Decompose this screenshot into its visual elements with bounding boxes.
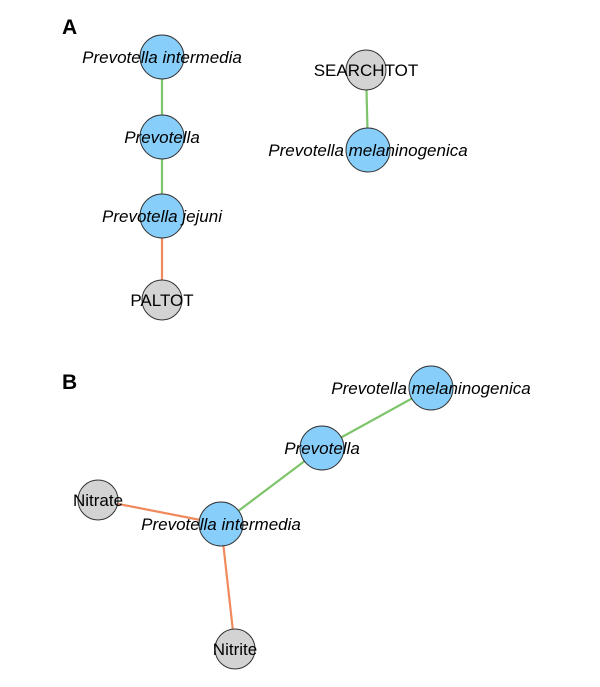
panel-a-label: A (62, 16, 77, 39)
panel-a-nodes: Prevotella intermediaPrevotellaPrevotell… (82, 34, 468, 321)
node-label-a_p: Prevotella (124, 128, 200, 147)
node-b_pi (198, 501, 244, 547)
panel-a: A Prevotella intermediaPrevotellaPrevote… (62, 16, 468, 321)
node-b_p (299, 425, 345, 471)
node-a_p (139, 114, 185, 160)
panel-b-nodes: Prevotella melaninogenicaPrevotellaPrevo… (73, 365, 531, 670)
node-label-b_nitrate: Nitrate (73, 491, 123, 510)
node-label-b_pi: Prevotella intermedia (141, 515, 301, 534)
node-label-a_pj: Prevotella jejuni (102, 207, 223, 226)
panel-a-edges (160, 57, 370, 300)
node-a_pj (139, 193, 185, 239)
node-a_pi (139, 34, 185, 80)
node-label-a_paltot: PALTOT (130, 291, 193, 310)
panel-b-label: B (62, 371, 77, 394)
node-label-b_nitrite: Nitrite (213, 640, 257, 659)
node-label-b_p: Prevotella (284, 439, 360, 458)
panel-b: B Prevotella melaninogenicaPrevotellaPre… (62, 365, 531, 670)
node-a_search (345, 49, 387, 91)
node-label-a_pi: Prevotella intermedia (82, 48, 242, 67)
node-label-a_pm: Prevotella melaninogenica (268, 141, 467, 160)
node-a_paltot (141, 279, 183, 321)
node-a_pm (345, 127, 391, 173)
node-b_nitrate (77, 479, 119, 521)
node-label-b_pm: Prevotella melaninogenica (331, 379, 530, 398)
node-b_nitrite (214, 628, 256, 670)
node-label-a_search: SEARCHTOT (314, 61, 419, 80)
node-b_pm (408, 365, 454, 411)
